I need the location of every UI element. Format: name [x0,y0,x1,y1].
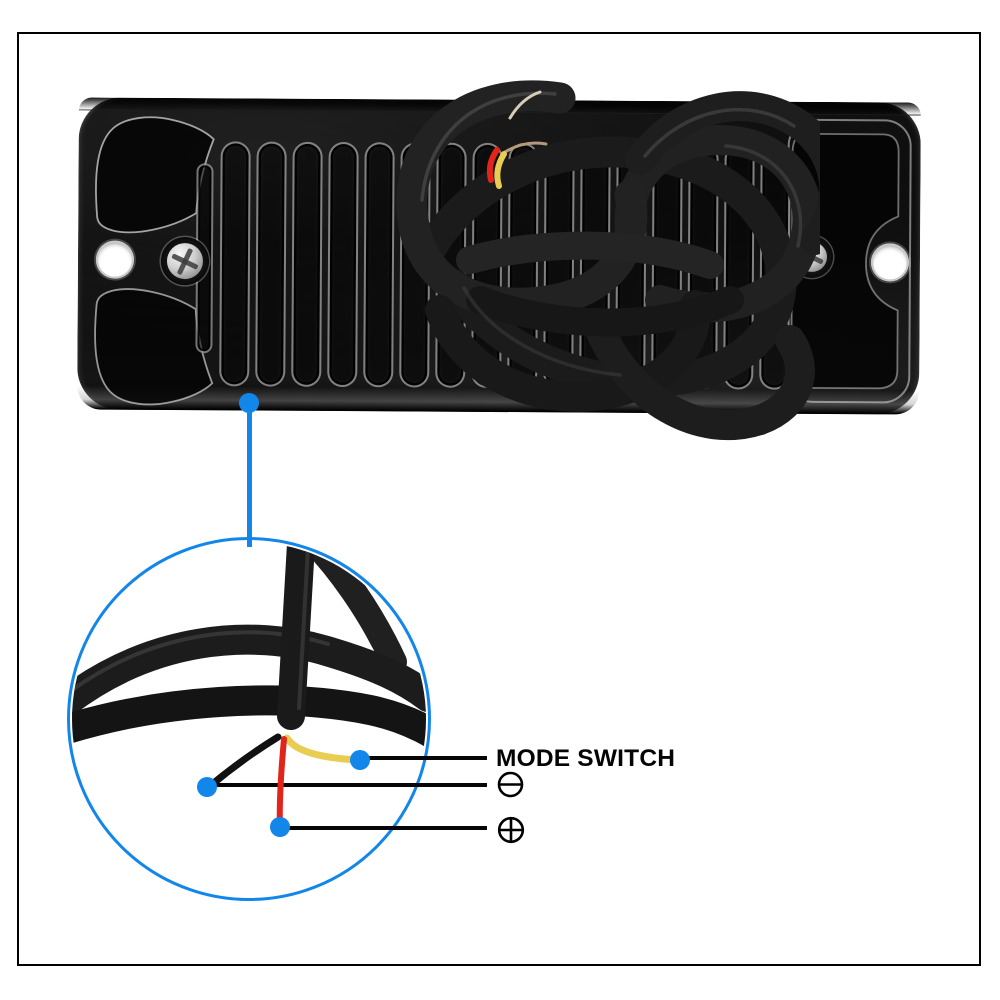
callout-line-mode-switch [360,756,487,760]
callout-label-mode-switch: MODE SWITCH [496,745,676,772]
cable-coil [396,80,820,441]
plus-circle-icon [497,816,525,844]
wing-emboss-top [95,116,215,234]
minus-circle-icon [497,771,524,798]
vent-slot [327,141,359,388]
frame-border [17,32,981,966]
wire-end-dot-red [270,817,290,837]
magnifier-link-dot [239,393,259,413]
callout-line-negative [207,783,487,787]
wire-end-dot-black [197,777,217,797]
wing-emboss-bottom [94,288,214,406]
callout-line-positive [280,826,487,830]
wire-tip-yellow [494,151,507,189]
wire-tip-red [486,147,500,183]
wire-end-dot-yellow [350,750,370,770]
screw-head [166,242,204,280]
wire-yellow [283,734,362,764]
vent-slot [291,141,323,387]
wire-tips [486,90,548,189]
mounting-hole-right [870,243,910,282]
screw-left [160,236,210,286]
magnifier-circle [67,537,431,901]
wire-black [206,733,282,790]
mounting-hole-left [95,240,135,279]
stripped-wires [197,733,370,837]
magnifier-link-line [247,408,252,547]
vent-slot [219,141,251,387]
vent-slot [255,141,287,387]
wire-red [276,736,287,831]
